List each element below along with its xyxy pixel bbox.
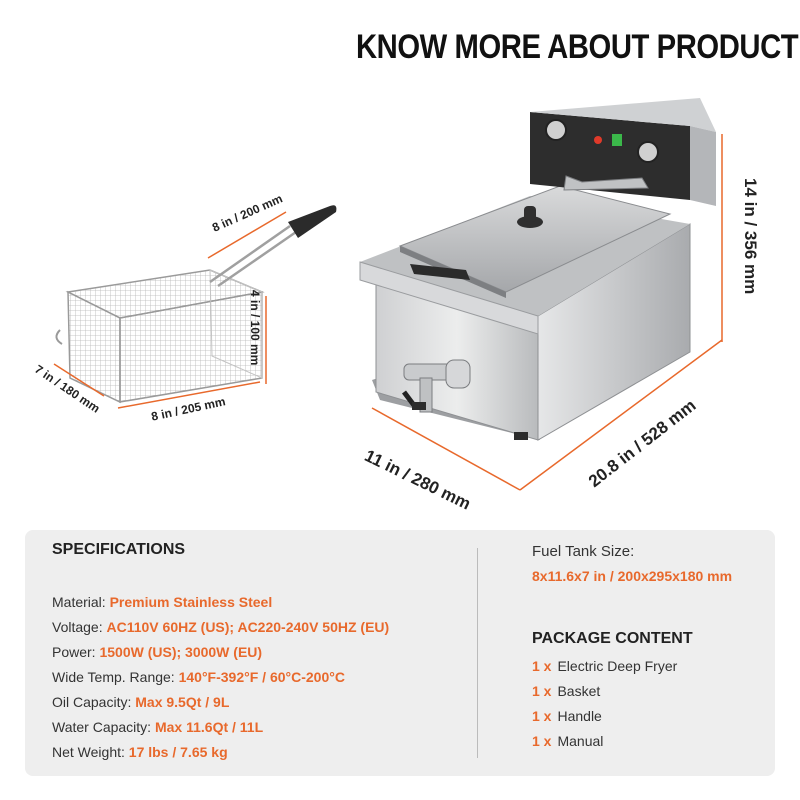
dim-basket-height: 4 in / 100 mm bbox=[248, 290, 262, 366]
package-qty: 1 x bbox=[532, 683, 552, 699]
spec-value: Max 9.5Qt / 9L bbox=[135, 694, 230, 710]
package-name: Basket bbox=[557, 683, 601, 699]
spec-label: Material: bbox=[52, 594, 106, 610]
package-item: 1 x Manual bbox=[532, 733, 603, 749]
package-name: Handle bbox=[557, 708, 602, 724]
package-item: 1 x Handle bbox=[532, 708, 602, 724]
spec-row-net-weight: Net Weight: 17 lbs / 7.65 kg bbox=[52, 744, 228, 760]
spec-value: 1500W (US); 3000W (EU) bbox=[99, 644, 263, 660]
spec-label: Power: bbox=[52, 644, 96, 660]
package-qty: 1 x bbox=[532, 733, 552, 749]
panel-divider bbox=[477, 548, 478, 758]
fryer-image bbox=[359, 98, 716, 441]
spec-value: Premium Stainless Steel bbox=[109, 594, 273, 610]
spec-row-temp-range: Wide Temp. Range: 140°F-392°F / 60°C-200… bbox=[52, 669, 345, 685]
product-illustration bbox=[53, 98, 723, 491]
spec-value: 17 lbs / 7.65 kg bbox=[128, 744, 228, 760]
spec-label: Net Weight: bbox=[52, 744, 125, 760]
package-item: 1 x Basket bbox=[532, 683, 600, 699]
package-item: 1 x Electric Deep Fryer bbox=[532, 658, 677, 674]
package-name: Manual bbox=[557, 733, 604, 749]
package-name: Electric Deep Fryer bbox=[557, 658, 678, 674]
package-heading: PACKAGE CONTENT bbox=[532, 630, 693, 647]
page-title: KNOW MORE ABOUT PRODUCT bbox=[356, 28, 799, 66]
spec-label: Wide Temp. Range: bbox=[52, 669, 175, 685]
info-panel bbox=[25, 530, 775, 776]
spec-label: Water Capacity: bbox=[52, 719, 152, 735]
dimension-lines bbox=[53, 134, 723, 491]
spec-row-water-capacity: Water Capacity: Max 11.6Qt / 11L bbox=[52, 719, 263, 735]
spec-label: Voltage: bbox=[52, 619, 103, 635]
basket-image bbox=[55, 205, 337, 404]
spec-row-material: Material: Premium Stainless Steel bbox=[52, 594, 272, 610]
spec-row-voltage: Voltage: AC110V 60HZ (US); AC220-240V 50… bbox=[52, 619, 389, 635]
package-qty: 1 x bbox=[532, 708, 552, 724]
package-qty: 1 x bbox=[532, 658, 552, 674]
spec-row-power: Power: 1500W (US); 3000W (EU) bbox=[52, 644, 262, 660]
dim-fryer-height: 14 in / 356 mm bbox=[741, 178, 760, 295]
spec-value: Max 11.6Qt / 11L bbox=[154, 719, 264, 735]
spec-value: AC110V 60HZ (US); AC220-240V 50HZ (EU) bbox=[106, 619, 390, 635]
spec-row-oil-capacity: Oil Capacity: Max 9.5Qt / 9L bbox=[52, 694, 229, 710]
spec-value: 140°F-392°F / 60°C-200°C bbox=[178, 669, 345, 685]
spec-label: Oil Capacity: bbox=[52, 694, 132, 710]
fuel-tank-label: Fuel Tank Size: bbox=[532, 543, 635, 560]
fuel-tank-value: 8x11.6x7 in / 200x295x180 mm bbox=[532, 568, 733, 584]
specifications-heading: SPECIFICATIONS bbox=[52, 541, 186, 558]
